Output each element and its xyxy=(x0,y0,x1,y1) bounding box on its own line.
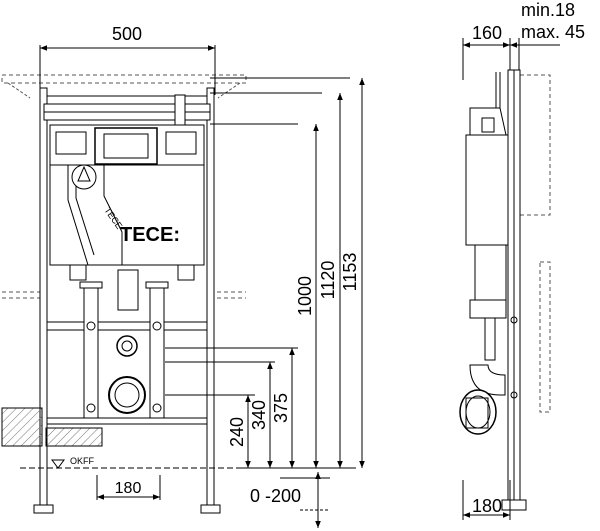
max-label: max. 45 xyxy=(521,22,585,42)
water-inlet xyxy=(116,335,138,357)
middle-rail xyxy=(46,321,208,331)
side-view xyxy=(459,38,560,520)
flush-pipe xyxy=(67,164,123,266)
label-1153: 1153 xyxy=(340,253,360,292)
mid-wall-bracket xyxy=(2,291,246,299)
label-240: 240 xyxy=(227,417,247,447)
brand-label: TECE: xyxy=(120,224,180,246)
frame-left-post xyxy=(39,87,48,514)
side-outlet-pipe xyxy=(1,407,103,447)
min-label: min.18 xyxy=(521,0,575,20)
side-cistern xyxy=(465,134,509,246)
okff-label: OKFF xyxy=(70,456,95,466)
depth-label: 160 xyxy=(472,23,502,43)
adjust-label: 0 -200 xyxy=(250,486,301,506)
label-375: 375 xyxy=(271,393,291,423)
frame-right-post xyxy=(206,87,215,514)
top-wall-bracket xyxy=(1,74,247,99)
label-1000: 1000 xyxy=(295,276,315,316)
tece-logo xyxy=(71,164,97,190)
width-label: 500 xyxy=(112,24,142,44)
front-view xyxy=(1,45,365,528)
label-1120: 1120 xyxy=(318,261,338,300)
side-outlet-bend xyxy=(469,364,506,396)
bottom-depth-label: 180 xyxy=(472,496,502,516)
bottom-span-label: 180 xyxy=(115,480,142,497)
label-340: 340 xyxy=(249,400,269,430)
